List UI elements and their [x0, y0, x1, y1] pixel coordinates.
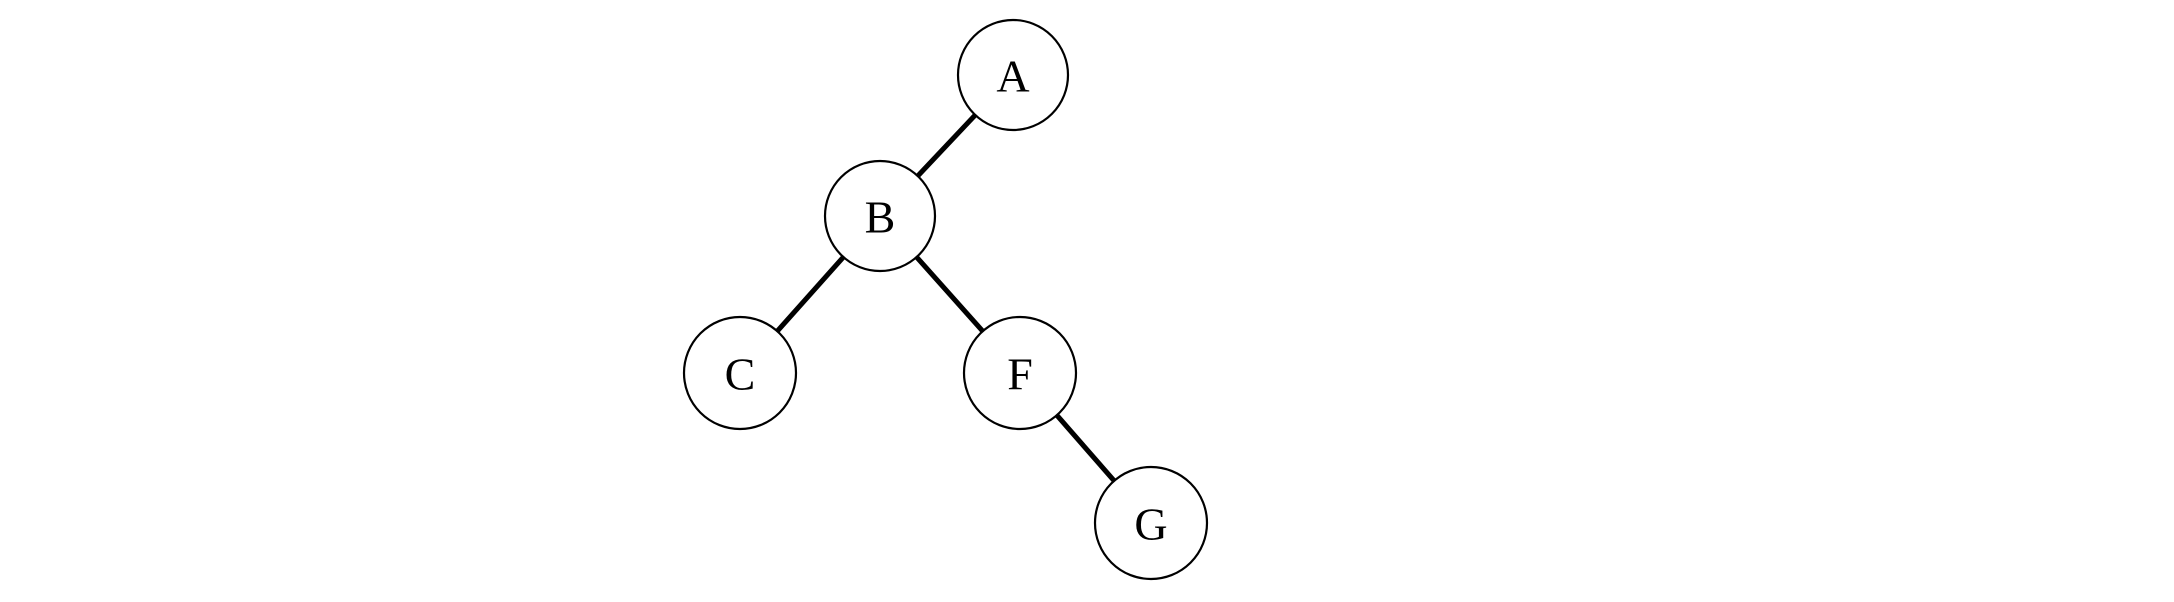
graph-node-circle-F[interactable]: [962, 315, 1078, 431]
edge-layer: [775, 113, 1117, 483]
graph-node-circle-B[interactable]: [823, 159, 937, 273]
graph-node-label-A: A: [996, 51, 1029, 102]
graph-edge-F-G: [1054, 413, 1117, 483]
graph-node-label-C: C: [725, 349, 756, 400]
graph-node-C[interactable]: C: [682, 315, 798, 431]
graph-node-label-F: F: [1007, 349, 1033, 400]
node-layer: A B C F G: [682, 18, 1209, 581]
graph-node-G[interactable]: G: [1093, 465, 1209, 581]
graph-node-label-G: G: [1134, 499, 1167, 550]
graph-edge-B-C: [775, 255, 846, 333]
graph-node-circle-G[interactable]: [1093, 465, 1209, 581]
graph-node-A[interactable]: A: [956, 18, 1070, 132]
graph-edge-A-B: [915, 113, 978, 178]
graph-node-B[interactable]: B: [823, 159, 937, 273]
graph-node-circle-C[interactable]: [682, 315, 798, 431]
graph-node-F[interactable]: F: [962, 315, 1078, 431]
graph-node-circle-A[interactable]: [956, 18, 1070, 132]
graph-edge-B-F: [914, 255, 985, 333]
graph-node-label-B: B: [865, 192, 896, 243]
